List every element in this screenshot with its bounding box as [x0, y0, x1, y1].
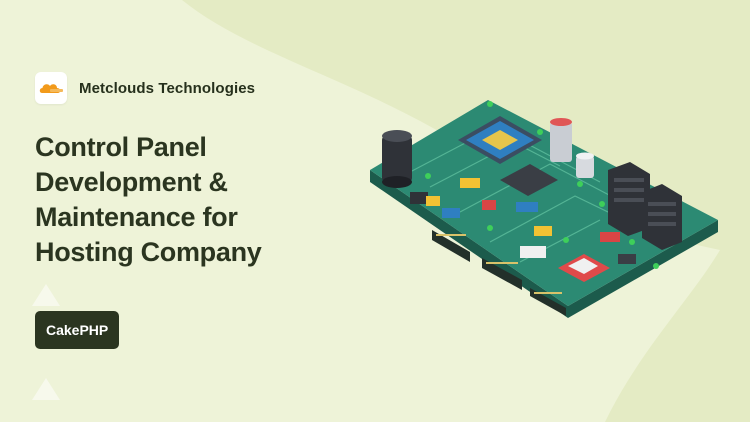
brand: Metclouds Technologies	[35, 72, 255, 104]
cloud-logo-icon	[39, 84, 63, 93]
title-line-4: Hosting Company	[35, 237, 262, 267]
tech-tag-label: CakePHP	[46, 322, 109, 338]
title-line-1: Control Panel	[35, 132, 207, 162]
triangle-decoration-icon	[32, 284, 60, 400]
brand-name: Metclouds Technologies	[79, 79, 256, 97]
title-line-3: Maintenance for	[35, 202, 238, 232]
title-line-2: Development &	[35, 167, 228, 197]
circuit-board-illustration	[370, 100, 718, 318]
brand-logo	[35, 72, 67, 104]
tech-tag: CakePHP	[35, 311, 120, 349]
page-title: Control Panel Development & Maintenance …	[35, 130, 365, 270]
